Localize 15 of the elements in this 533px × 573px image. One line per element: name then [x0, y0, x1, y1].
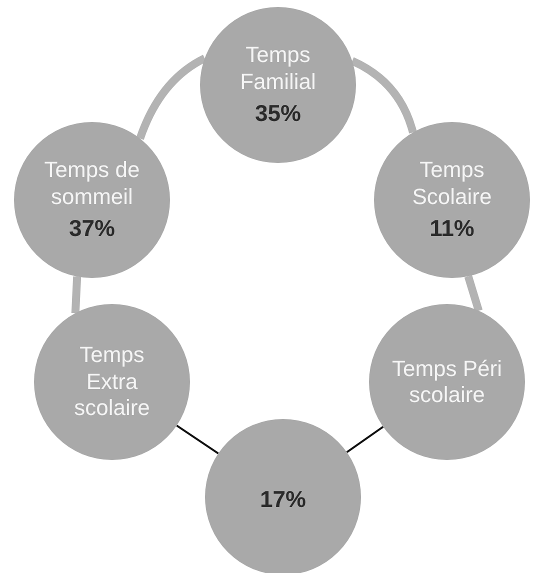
connector-line — [346, 426, 384, 454]
connector-line — [350, 57, 417, 134]
percentage-label: 35% — [254, 99, 302, 128]
percentage-label: 11% — [430, 214, 474, 243]
connector-line — [136, 54, 207, 140]
connector-line — [71, 276, 82, 314]
connector-line — [464, 275, 483, 312]
node-label: Temps Péri scolaire — [390, 356, 504, 408]
node-label: Temps Scolaire — [411, 157, 493, 210]
node-label: Temps de sommeil — [43, 157, 141, 210]
connector-line — [176, 424, 219, 454]
percentage-label: 17% — [260, 484, 306, 514]
node-label: Temps Extra scolaire — [73, 342, 151, 422]
node-label: Temps Familial — [239, 42, 317, 96]
percentage-label: 37% — [68, 214, 116, 243]
